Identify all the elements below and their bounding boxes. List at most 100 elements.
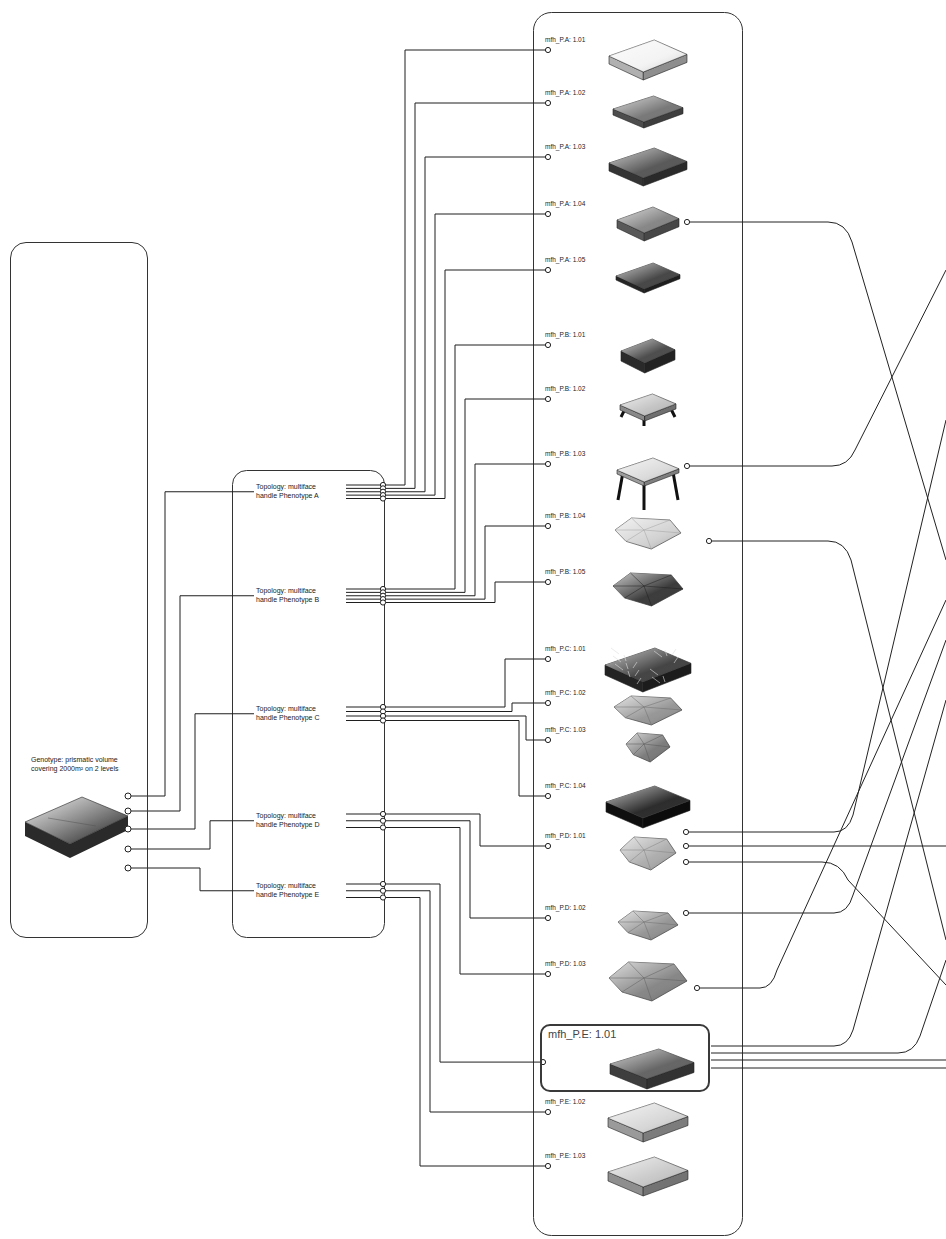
model-item: mfh_P.C: 1.01 bbox=[545, 645, 699, 679]
model-facet bbox=[629, 850, 644, 862]
model-facet bbox=[625, 586, 644, 598]
model-illustration bbox=[606, 786, 690, 828]
port bbox=[545, 461, 550, 466]
model-sheen bbox=[609, 40, 687, 72]
model-top bbox=[620, 394, 676, 416]
model-facet bbox=[628, 922, 644, 933]
model-facet bbox=[633, 911, 644, 922]
model-facet bbox=[629, 962, 645, 978]
model-item: mfh_P.D: 1.02 bbox=[545, 904, 699, 938]
model-facet bbox=[644, 850, 676, 853]
connector bbox=[346, 345, 545, 589]
phenotype-node: Topology: multiface handle Phenotype D bbox=[254, 810, 346, 832]
model-top bbox=[617, 458, 679, 482]
model-item: mfh_P.E: 1.03 bbox=[545, 1152, 699, 1186]
model-texture bbox=[672, 649, 676, 655]
node-label: mfh_P.E: 1.01 bbox=[548, 1028, 702, 1040]
model-body bbox=[615, 518, 681, 549]
port bbox=[125, 865, 131, 871]
node-label: mfh_P.C: 1.02 bbox=[545, 689, 699, 696]
port-stub bbox=[131, 849, 148, 850]
model-top bbox=[616, 263, 680, 289]
model-top bbox=[608, 1157, 688, 1187]
model-top bbox=[25, 797, 128, 844]
connector bbox=[148, 821, 254, 849]
model-illustration bbox=[620, 837, 676, 870]
model-top bbox=[609, 40, 687, 72]
port bbox=[545, 154, 550, 159]
offpage-link bbox=[690, 270, 946, 466]
model-illustration bbox=[617, 458, 679, 510]
connector bbox=[346, 884, 540, 1062]
model-illustration bbox=[613, 96, 683, 128]
offpage-link bbox=[689, 846, 946, 847]
model-sheen bbox=[617, 458, 679, 482]
port bbox=[545, 211, 550, 216]
model-illustration bbox=[615, 518, 681, 549]
phenotype-node: Topology: multiface handle Phenotype C bbox=[254, 703, 346, 725]
model-illustration bbox=[621, 339, 675, 373]
node-label: mfh_P.D: 1.02 bbox=[545, 904, 699, 911]
genotype-model bbox=[25, 797, 128, 858]
model-item: mfh_P.A: 1.03 bbox=[545, 143, 699, 177]
model-illustration bbox=[610, 1049, 694, 1089]
model-item: mfh_P.B: 1.01 bbox=[545, 331, 699, 365]
port bbox=[706, 538, 711, 543]
model-item: mfh_P.C: 1.03 bbox=[545, 726, 699, 760]
offpage-link bbox=[689, 640, 946, 913]
connector bbox=[346, 898, 545, 1167]
port bbox=[380, 818, 385, 823]
model-item: mfh_P.A: 1.01 bbox=[545, 36, 699, 70]
model-sheen bbox=[613, 96, 683, 122]
model-facet bbox=[614, 707, 644, 708]
model-facet bbox=[644, 850, 651, 870]
port bbox=[545, 579, 550, 584]
node-label: mfh_P.B: 1.04 bbox=[545, 512, 699, 519]
model-facet bbox=[644, 735, 663, 744]
model-illustration bbox=[617, 207, 679, 241]
model-top bbox=[608, 1103, 688, 1133]
phenotype-node: Topology: multiface handle Phenotype A bbox=[254, 481, 346, 503]
port bbox=[125, 846, 131, 852]
model-sheen bbox=[613, 573, 683, 606]
node-label: mfh_P.B: 1.05 bbox=[545, 568, 699, 575]
port bbox=[545, 47, 550, 52]
model-texture bbox=[663, 676, 665, 682]
model-illustration bbox=[620, 394, 676, 426]
model-illustration bbox=[608, 1103, 688, 1142]
model-illustration bbox=[626, 733, 670, 762]
model-sheen bbox=[621, 339, 675, 363]
node-label: mfh_P.B: 1.03 bbox=[545, 450, 699, 457]
model-body bbox=[618, 911, 678, 940]
model-sheen bbox=[608, 1157, 688, 1187]
model-texture bbox=[652, 677, 660, 683]
model-sheen bbox=[614, 696, 682, 725]
model-sheen bbox=[616, 263, 680, 289]
node-label: mfh_P.B: 1.02 bbox=[545, 385, 699, 392]
model-item: mfh_P.B: 1.04 bbox=[545, 512, 699, 546]
model-top bbox=[621, 339, 675, 363]
model-texture bbox=[637, 678, 641, 684]
port bbox=[380, 888, 385, 893]
node-label: Topology: multiface handle Phenotype B bbox=[256, 587, 326, 605]
port-stub bbox=[131, 868, 148, 869]
model-panel bbox=[534, 13, 743, 1236]
port bbox=[545, 1109, 550, 1114]
port-stub bbox=[131, 829, 148, 830]
connector bbox=[346, 703, 545, 712]
node-label: Topology: multiface handle Phenotype C bbox=[256, 705, 326, 723]
port bbox=[380, 496, 385, 501]
model-facet bbox=[625, 707, 644, 718]
model-facet bbox=[644, 978, 652, 1001]
model-sheen bbox=[620, 394, 676, 416]
model-facet bbox=[644, 586, 683, 589]
model-illustration bbox=[609, 148, 687, 186]
node-label: mfh_P.E: 1.03 bbox=[545, 1152, 699, 1159]
model-top bbox=[606, 786, 690, 818]
port bbox=[380, 811, 385, 816]
connector bbox=[346, 828, 545, 975]
model-sheen bbox=[608, 1103, 688, 1133]
node-label: Topology: multiface handle Phenotype D bbox=[256, 812, 326, 830]
connector bbox=[346, 716, 545, 740]
